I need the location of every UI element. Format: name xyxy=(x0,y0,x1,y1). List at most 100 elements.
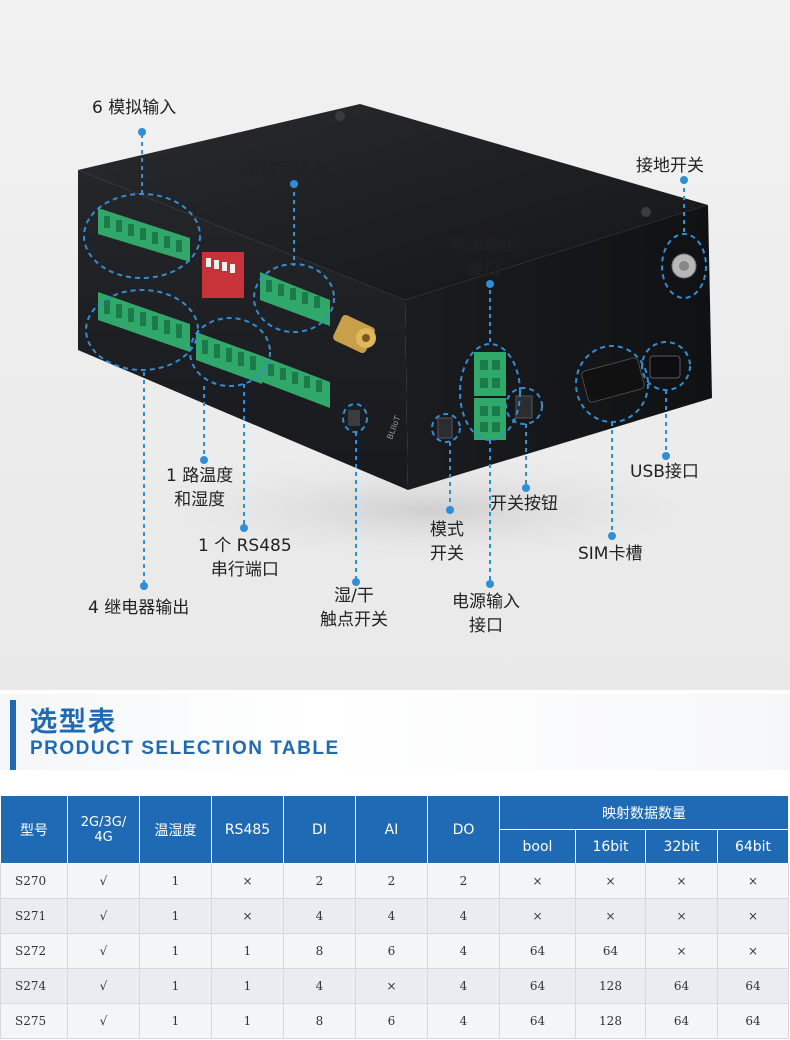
cell-temp-hum: 1 xyxy=(139,968,212,1004)
header-network: 2G/3G/4G xyxy=(67,795,140,864)
callout-sim: SIM卡槽 xyxy=(578,542,642,566)
callout-temp-line1: 1 路温度 xyxy=(166,466,234,486)
device-illustration: BLIIoT xyxy=(78,104,760,590)
callout-analog-input: 6 模拟输入 xyxy=(92,96,176,120)
callout-power-output-line2: 接口 xyxy=(467,260,501,280)
cell-32bit: × xyxy=(645,863,718,899)
cell-temp-hum: 1 xyxy=(139,898,212,934)
cell-di: 4 xyxy=(283,898,356,934)
callout-sim-text: SIM卡槽 xyxy=(578,544,643,564)
cell-64bit: 64 xyxy=(717,1003,789,1039)
cell-rs485: × xyxy=(211,898,284,934)
cell-di: 2 xyxy=(283,863,356,899)
analog-input-terminals xyxy=(98,208,190,262)
cell-64bit: × xyxy=(717,863,789,899)
callout-mode-line1: 模式 xyxy=(430,520,464,540)
callout-drywet-line1: 湿/干 xyxy=(334,586,374,606)
callout-rs485: 1 个 RS485 串行端口 xyxy=(198,534,292,582)
cell-16bit: × xyxy=(575,863,646,899)
header-64bit: 64bit xyxy=(717,829,789,864)
cell-64bit: × xyxy=(717,898,789,934)
cell-temp-hum: 1 xyxy=(139,1003,212,1039)
cell-bool: 64 xyxy=(499,1003,576,1039)
callout-power-input-line2: 接口 xyxy=(469,616,503,636)
callout-ground-switch: 接地开关 xyxy=(636,154,704,178)
cell-di: 8 xyxy=(283,933,356,969)
callout-rs485-line1: 1 个 RS485 xyxy=(198,536,292,556)
cell-di: 4 xyxy=(283,968,356,1004)
cell-32bit: 64 xyxy=(645,968,718,1004)
callout-digital-input: 8 数字输入 xyxy=(244,158,328,182)
callout-ground-switch-text: 接地开关 xyxy=(636,156,704,176)
cell-network: √ xyxy=(67,898,140,934)
header-rs485: RS485 xyxy=(211,795,284,864)
power-input-terminal xyxy=(474,398,506,440)
cell-network: √ xyxy=(67,863,140,899)
cell-model: S272 xyxy=(0,933,68,969)
digital-input-terminals xyxy=(260,272,330,408)
cell-model: S274 xyxy=(0,968,68,1004)
callout-relay-output-text: 4 继电器输出 xyxy=(88,598,190,618)
cell-rs485: 1 xyxy=(211,968,284,1004)
header-di: DI xyxy=(283,795,356,864)
cell-do: 4 xyxy=(427,968,500,1004)
header-mapping: 映射数据数量 xyxy=(499,795,789,830)
rs485-terminals xyxy=(196,332,262,384)
table-row: S270 √ 1 × 2 2 2 × × × × xyxy=(0,863,789,899)
cell-model: S270 xyxy=(0,863,68,899)
cell-di: 8 xyxy=(283,1003,356,1039)
callout-switch-button: 开关按钮 xyxy=(490,492,558,516)
cell-ai: 6 xyxy=(355,933,428,969)
highlight-temp xyxy=(189,317,271,387)
cell-64bit: × xyxy=(717,933,789,969)
cell-ai: × xyxy=(355,968,428,1004)
cell-32bit: × xyxy=(645,933,718,969)
cell-do: 4 xyxy=(427,1003,500,1039)
section-title-en: PRODUCT SELECTION TABLE xyxy=(30,738,340,759)
cell-temp-hum: 1 xyxy=(139,933,212,969)
relay-output-terminals xyxy=(98,292,190,352)
callout-dry-wet-switch: 湿/干 触点开关 xyxy=(320,584,388,632)
highlight-relay xyxy=(85,289,199,371)
cell-network: √ xyxy=(67,968,140,1004)
power-switch-body xyxy=(515,395,533,419)
cell-temp-hum: 1 xyxy=(139,863,212,899)
cell-do: 4 xyxy=(427,933,500,969)
cell-bool: 64 xyxy=(499,968,576,1004)
cell-ai: 2 xyxy=(355,863,428,899)
callout-digital-input-text: 8 数字输入 xyxy=(244,160,329,180)
screw xyxy=(641,207,651,217)
cell-rs485: 1 xyxy=(211,1003,284,1039)
callout-drywet-line2: 触点开关 xyxy=(320,610,388,630)
device-shadow xyxy=(100,450,760,570)
cell-rs485: 1 xyxy=(211,933,284,969)
highlight-mode xyxy=(431,413,461,443)
callout-power-input: 电源输入 接口 xyxy=(452,590,520,638)
selection-table: 型号 2G/3G/4G 温湿度 RS485 DI AI DO 映射数据数量 bo… xyxy=(0,795,789,1039)
header-ai: AI xyxy=(355,795,428,864)
cell-ai: 4 xyxy=(355,898,428,934)
section-accent-bar xyxy=(10,700,16,770)
header-32bit: 32bit xyxy=(645,829,718,864)
usb-port-body xyxy=(649,355,681,379)
product-photo-area: BLIIoT xyxy=(0,0,790,690)
cell-16bit: 128 xyxy=(575,968,646,1004)
table-row: S274 √ 1 1 4 × 4 64 128 64 64 xyxy=(0,968,789,1004)
cell-bool: × xyxy=(499,898,576,934)
cell-do: 2 xyxy=(427,863,500,899)
callout-power-output: 电源输出 接口 xyxy=(450,234,518,282)
dry-wet-switch xyxy=(348,410,360,426)
header-16bit: 16bit xyxy=(575,829,646,864)
callout-usb-text: USB接口 xyxy=(630,462,699,482)
section-title-cn: 选型表 xyxy=(30,707,117,738)
header-bool: bool xyxy=(499,829,576,864)
cell-ai: 6 xyxy=(355,1003,428,1039)
callout-analog-input-text: 6 模拟输入 xyxy=(92,98,177,118)
callout-mode-line2: 开关 xyxy=(430,544,464,564)
section-header xyxy=(0,694,790,770)
cell-bool: × xyxy=(499,863,576,899)
dip-switch xyxy=(202,252,244,298)
header-temp-hum: 温湿度 xyxy=(139,795,212,864)
table-row: S275 √ 1 1 8 6 4 64 128 64 64 xyxy=(0,1003,789,1039)
cell-16bit: 128 xyxy=(575,1003,646,1039)
